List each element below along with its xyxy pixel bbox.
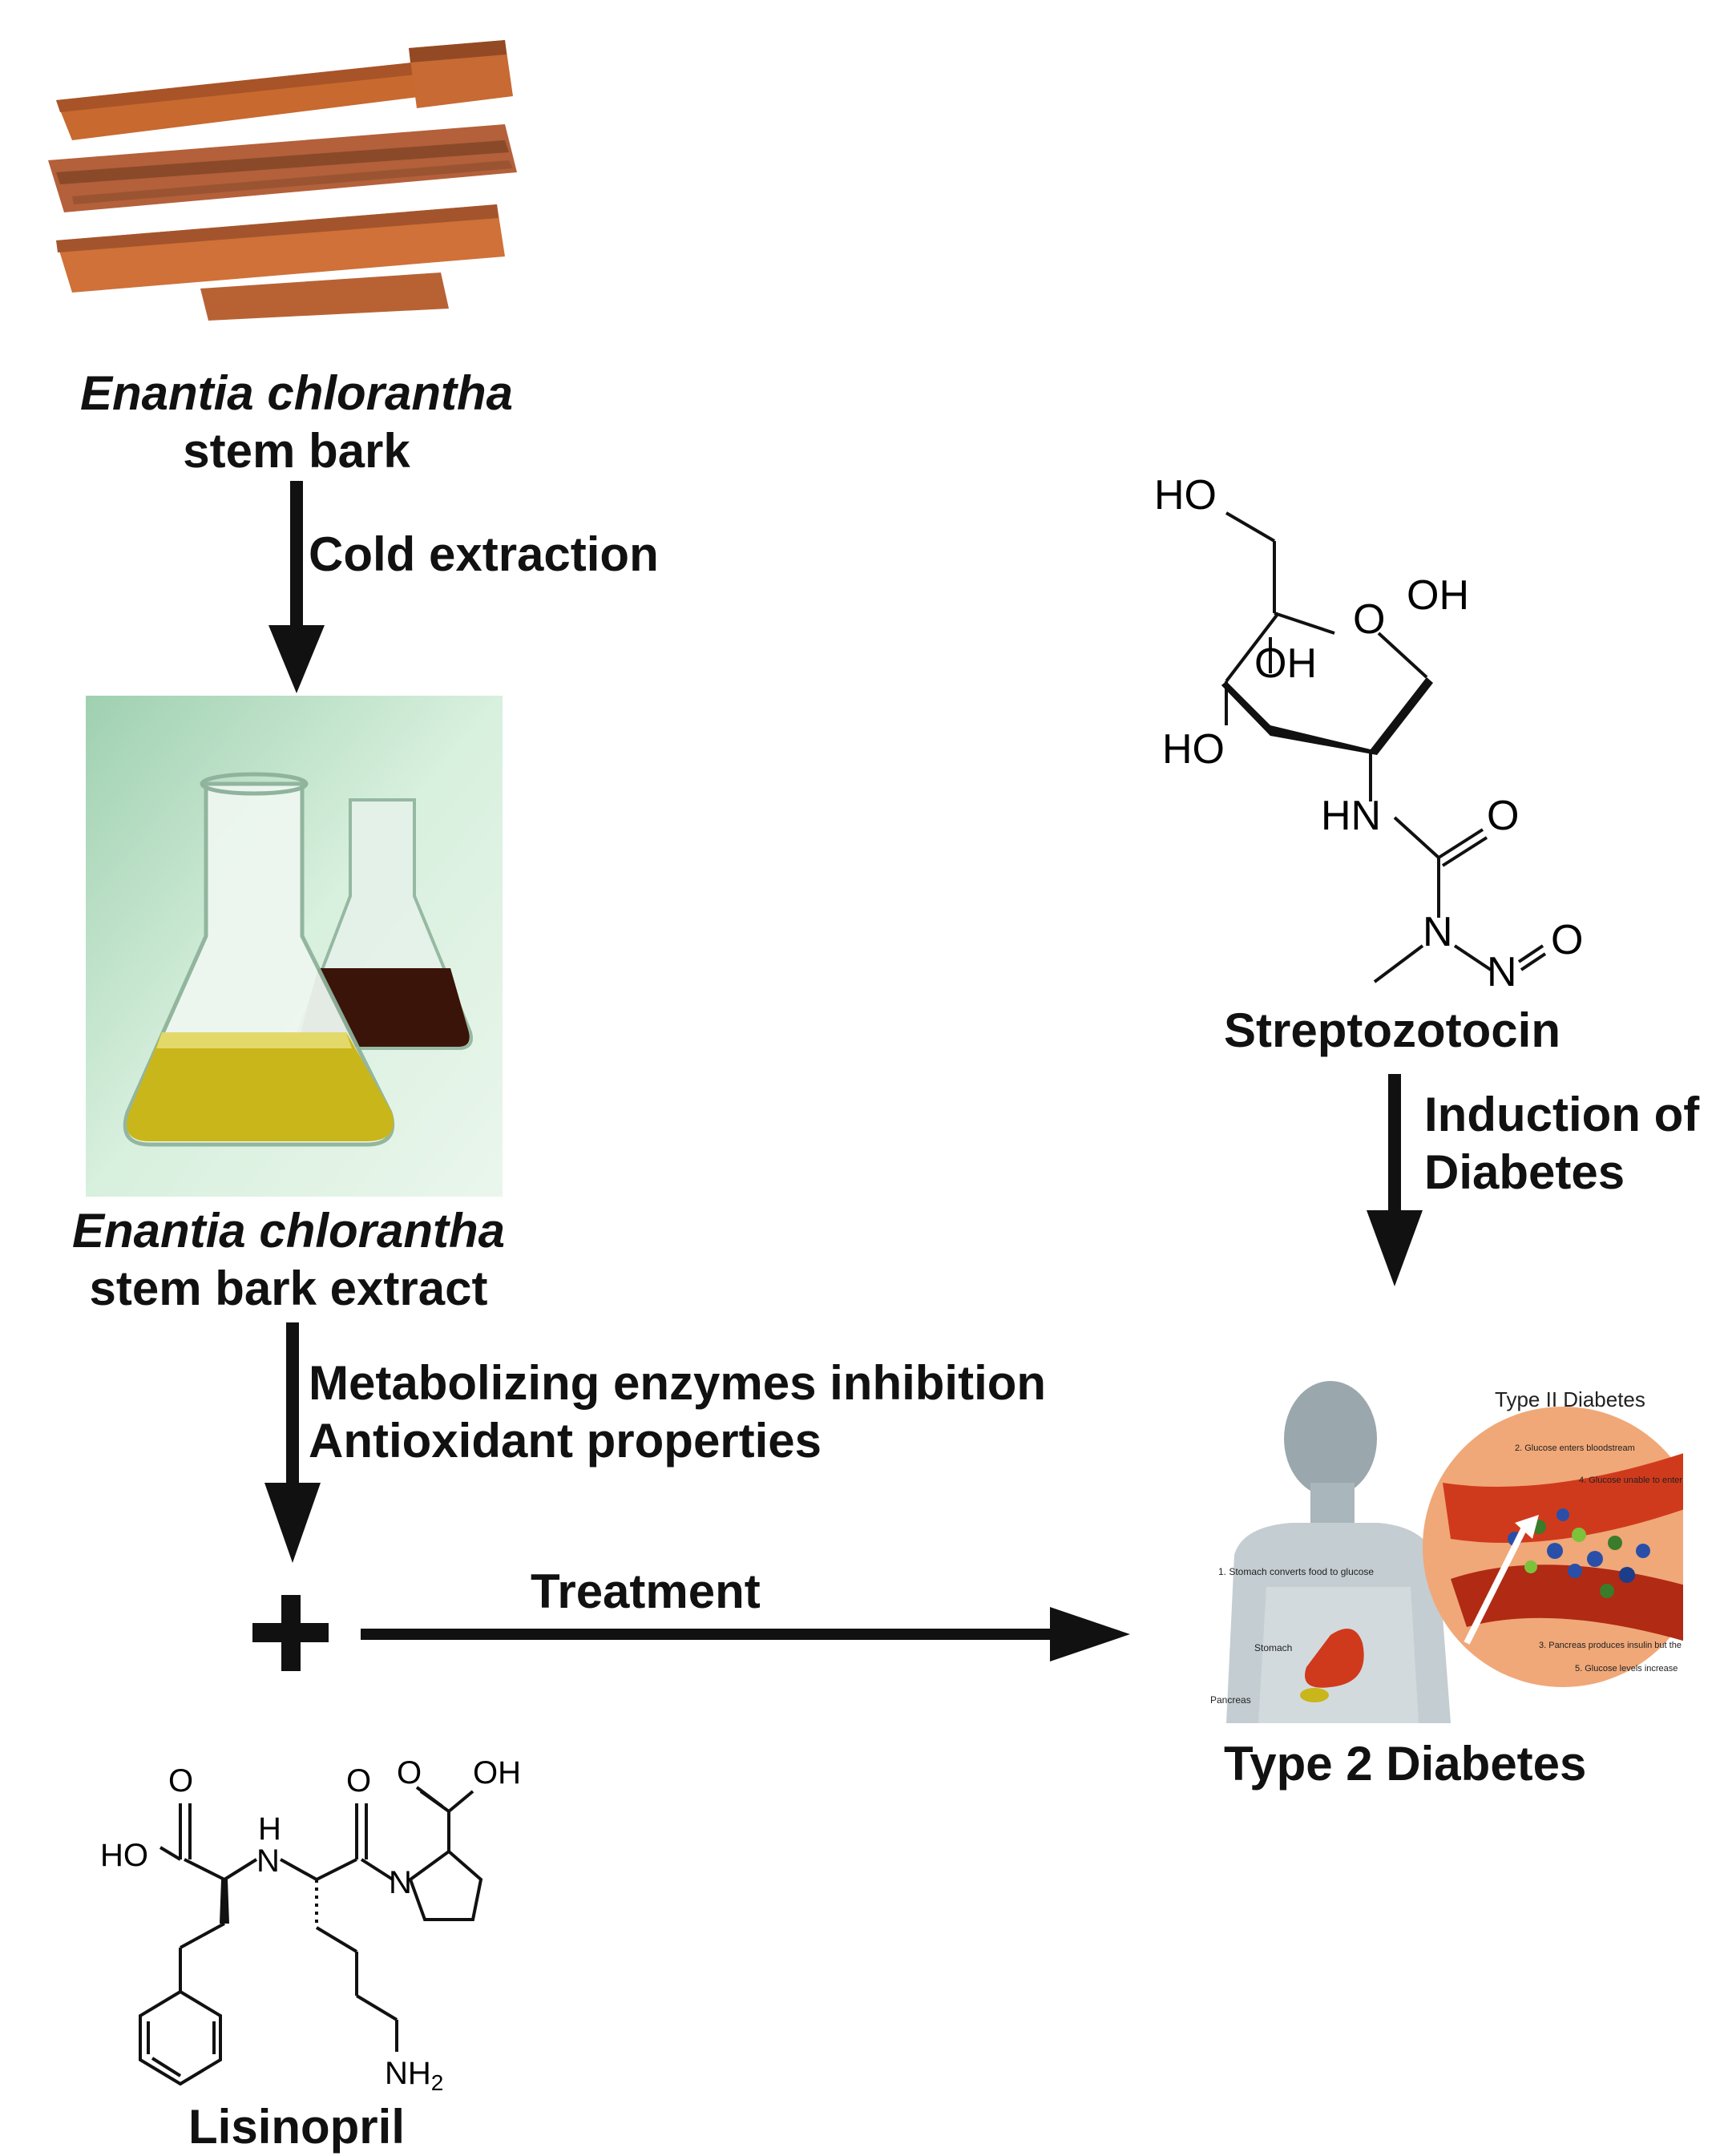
lisinopril-nh-n: N	[256, 1843, 280, 1879]
extract-flask-image	[86, 696, 503, 1197]
extract-species-label: Enantia chlorantha	[71, 1204, 506, 1258]
infographic-step3: 3. Pancreas produces insulin but the bod…	[1539, 1641, 1683, 1650]
infographic-step5: 5. Glucose levels increase	[1575, 1664, 1678, 1674]
induction-arrow	[1367, 1074, 1423, 1286]
bark-species-label: Enantia chlorantha	[79, 366, 514, 420]
stz-oh-right: OH	[1407, 572, 1469, 619]
stz-oh-mid: OH	[1254, 640, 1317, 687]
induction-label-line2: Diabetes	[1424, 1145, 1625, 1199]
stz-o-carbonyl: O	[1487, 793, 1519, 839]
bark-piece	[200, 273, 449, 321]
bark-piece	[409, 40, 513, 108]
lisinopril-nh2: NH2	[385, 2056, 443, 2092]
lisinopril-o-acid: O	[168, 1763, 193, 1799]
stz-n-nitroso: N	[1487, 949, 1517, 994]
treatment-label: Treatment	[531, 1565, 761, 1618]
streptozotocin-structure: HO O OH OH HO HN O N N O	[1154, 472, 1583, 994]
cold-extraction-arrow	[268, 481, 325, 693]
bark-piece	[56, 204, 505, 293]
lisinopril-ho: HO	[100, 1838, 148, 1873]
type2-diabetes-infographic: Type II Diabetes 1. Stomach converts foo…	[1210, 1381, 1683, 1723]
effect-antioxidant-label: Antioxidant properties	[309, 1414, 822, 1468]
cold-extraction-label: Cold extraction	[309, 527, 659, 581]
stz-ring-o: O	[1353, 596, 1385, 643]
infographic-step4: 4. Glucose unable to enter the body effe…	[1579, 1476, 1683, 1485]
infographic-pancreas: Pancreas	[1210, 1694, 1251, 1706]
bark-part-label: stem bark	[183, 424, 410, 478]
bloodstream-circle	[1423, 1407, 1683, 1687]
effect-enzymes-label: Metabolizing enzymes inhibition	[309, 1356, 1047, 1410]
lisinopril-label: Lisinopril	[188, 2100, 405, 2154]
stz-hn: HN	[1321, 793, 1381, 839]
stz-ho-top: HO	[1154, 472, 1217, 519]
treatment-arrow	[361, 1607, 1130, 1661]
infographic-step1: 1. Stomach converts food to glucose	[1218, 1566, 1374, 1577]
extract-part-label: stem bark extract	[89, 1262, 488, 1315]
plus-icon	[252, 1595, 329, 1671]
infographic-step2: 2. Glucose enters bloodstream	[1515, 1443, 1635, 1453]
lisinopril-oh: OH	[473, 1755, 521, 1791]
pancreas-shape	[1300, 1688, 1329, 1702]
infographic-stomach: Stomach	[1254, 1642, 1292, 1653]
stz-o-nitroso: O	[1551, 917, 1583, 963]
bark-piece	[48, 124, 517, 212]
stz-ho-left: HO	[1162, 726, 1225, 773]
lisinopril-n-ring: N	[389, 1865, 412, 1900]
lisinopril-o-amide: O	[346, 1763, 371, 1799]
effects-arrow	[264, 1322, 321, 1563]
lisinopril-o-carboxyl: O	[397, 1755, 422, 1791]
stz-n-methyl: N	[1423, 909, 1453, 955]
type2-diabetes-label: Type 2 Diabetes	[1224, 1737, 1587, 1791]
cinnamon-bark-image	[48, 40, 517, 321]
streptozotocin-label: Streptozotocin	[1224, 1003, 1560, 1057]
stomach-shape	[1305, 1629, 1364, 1688]
front-flask	[123, 772, 395, 1147]
induction-label-line1: Induction of	[1424, 1088, 1700, 1141]
lisinopril-nh-h: H	[258, 1811, 281, 1847]
infographic-title: Type II Diabetes	[1495, 1387, 1645, 1411]
lisinopril-structure: HO O H N O N O OH NH2	[100, 1755, 521, 2092]
bark-piece	[56, 56, 489, 140]
